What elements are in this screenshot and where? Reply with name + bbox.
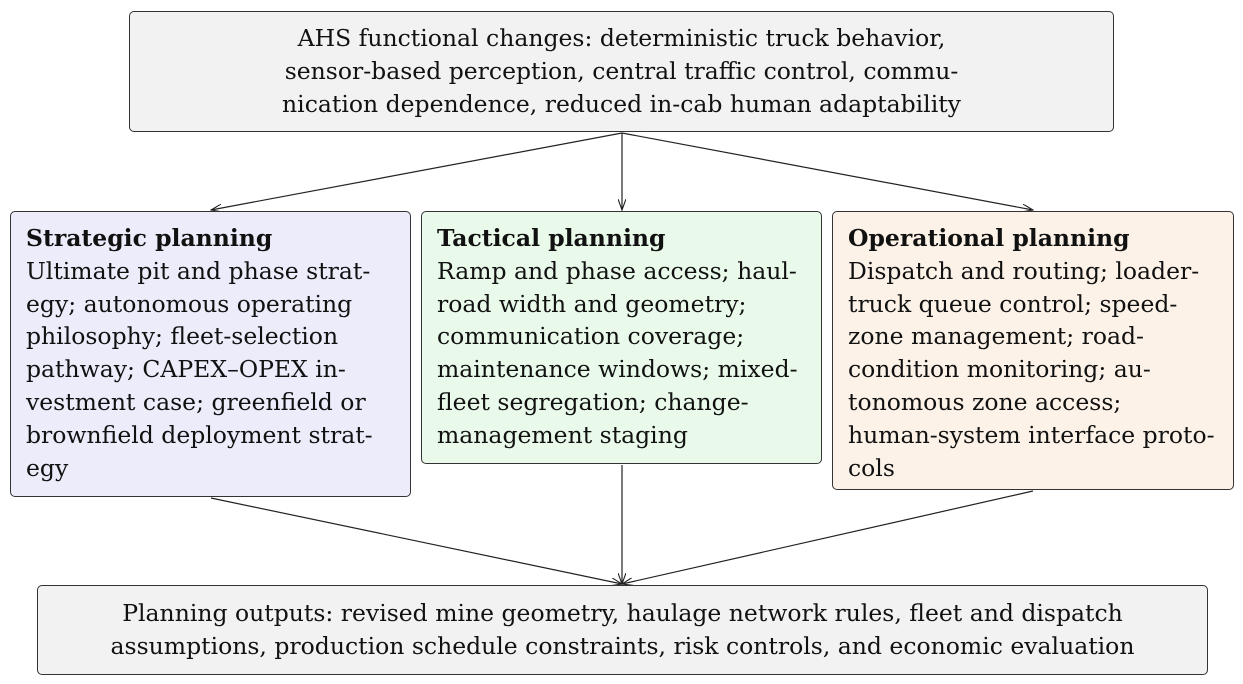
tactical-planning-box: Tactical planning Ramp and phase access;… [421, 211, 822, 464]
operational-planning-line: tonomous zone access; [848, 387, 1122, 416]
operational-planning-title: Operational planning [848, 224, 1130, 252]
ahs-changes-line: nication dependence, reduced in-cab huma… [282, 89, 961, 118]
arrow-top-to-strategic [211, 132, 623, 210]
strategic-planning-line: Ultimate pit and phase strat- [26, 256, 371, 285]
arrow-strategic-to-bottom [210, 497, 622, 584]
tactical-planning-line: maintenance windows; mixed- [437, 355, 798, 384]
strategic-planning-line: vestment case; greenfield or [26, 387, 366, 416]
tactical-planning-title: Tactical planning [437, 224, 666, 252]
arrow-operational-to-bottom [622, 490, 1034, 584]
strategic-planning-line: egy; autonomous operating [26, 289, 353, 318]
tactical-planning-line: fleet segregation; change- [437, 387, 749, 416]
operational-planning-line: truck queue control; speed- [848, 289, 1178, 318]
ahs-changes-line: sensor-based perception, central traffic… [284, 57, 959, 86]
arrow-top-to-operational [621, 132, 1033, 210]
strategic-planning-box: Strategic planning Ultimate pit and phas… [10, 211, 411, 497]
strategic-planning-title: Strategic planning [26, 224, 273, 252]
tactical-planning-line: communication coverage; [437, 322, 745, 351]
strategic-planning-line: pathway; CAPEX–OPEX in- [26, 355, 346, 384]
planning-outputs-line: assumptions, production schedule constra… [110, 632, 1135, 660]
strategic-planning-line: egy [26, 453, 69, 482]
planning-outputs-box: Planning outputs: revised mine geometry,… [37, 585, 1208, 675]
operational-planning-line: human-system interface proto- [848, 420, 1215, 449]
strategic-planning-line: brownfield deployment strat- [26, 420, 373, 449]
tactical-planning-line: Ramp and phase access; haul- [437, 256, 797, 285]
planning-outputs-line: Planning outputs: revised mine geometry,… [122, 599, 1123, 628]
tactical-planning-line: road width and geometry; [437, 289, 747, 318]
ahs-changes-box: AHS functional changes: deterministic tr… [129, 11, 1114, 132]
tactical-planning-line: management staging [437, 420, 688, 449]
operational-planning-line: condition monitoring; au- [848, 355, 1151, 384]
operational-planning-line: Dispatch and routing; loader- [848, 256, 1200, 285]
operational-planning-line: cols [848, 453, 895, 482]
operational-planning-line: zone management; road- [848, 322, 1144, 351]
operational-planning-box: Operational planning Dispatch and routin… [832, 211, 1234, 490]
strategic-planning-line: philosophy; fleet-selection [26, 322, 339, 351]
ahs-changes-line: AHS functional changes: deterministic tr… [297, 24, 946, 53]
